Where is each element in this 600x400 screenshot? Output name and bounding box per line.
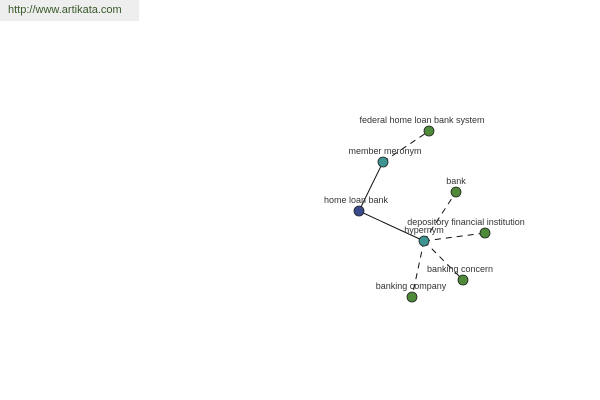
label-federal: federal home loan bank system [359, 115, 484, 125]
edge-root-meronym [358, 161, 384, 212]
label-bank: bank [446, 176, 466, 186]
node-banking-concern[interactable] [457, 274, 469, 286]
node-member-meronym[interactable] [377, 156, 389, 168]
label-banking-company: banking company [376, 281, 447, 291]
label-member-meronym: member meronym [348, 146, 421, 156]
label-banking-concern: banking concern [427, 264, 493, 274]
node-federal[interactable] [423, 125, 435, 137]
node-bank[interactable] [450, 186, 462, 198]
edge-meronym-federal [382, 130, 430, 163]
node-hypernym[interactable] [418, 235, 430, 247]
node-depository[interactable] [479, 227, 491, 239]
edge-hypernym-bank [423, 191, 457, 242]
edge-root-hypernym [358, 210, 425, 242]
label-depository: depository financial institution [407, 217, 525, 227]
node-home-loan-bank[interactable] [353, 205, 365, 217]
edge-hypernym-concern [423, 240, 464, 281]
label-home-loan-bank: home loan bank [324, 195, 389, 205]
watermark-url[interactable]: http://www.artikata.com [0, 0, 139, 21]
node-banking-company[interactable] [406, 291, 418, 303]
label-hypernym: hypernym [404, 225, 444, 235]
edge-hypernym-company [411, 240, 425, 298]
